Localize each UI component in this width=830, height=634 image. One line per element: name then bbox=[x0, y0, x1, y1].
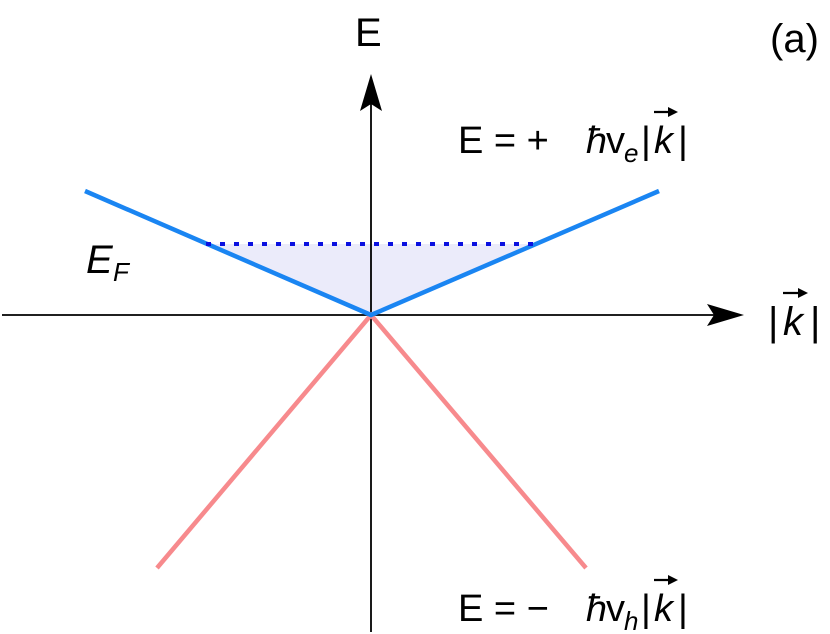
filled-fermi-sea bbox=[206, 244, 538, 315]
svg-text:h: h bbox=[624, 606, 638, 634]
svg-text:v: v bbox=[606, 120, 625, 162]
svg-text:|: | bbox=[678, 588, 688, 630]
svg-text:|: | bbox=[768, 300, 778, 344]
electron-band-line bbox=[84, 188, 660, 318]
hole-band-equation: E = − ħ v h | k | bbox=[458, 575, 688, 634]
hole-k-vector-arrowhead-icon bbox=[668, 575, 678, 585]
svg-text:F: F bbox=[113, 257, 131, 287]
svg-text:|: | bbox=[641, 120, 651, 162]
svg-text:|: | bbox=[810, 300, 820, 344]
k-vector-arrowhead-icon bbox=[798, 288, 808, 298]
svg-text:ħ: ħ bbox=[586, 120, 607, 162]
electron-band-equation: E = + ħ v e | k | bbox=[458, 107, 688, 168]
fermi-energy-label: E F bbox=[86, 238, 131, 287]
svg-text:k: k bbox=[654, 120, 675, 162]
svg-text:k: k bbox=[783, 300, 805, 344]
svg-text:ħ: ħ bbox=[586, 588, 607, 630]
svg-text:E = +: E = + bbox=[458, 120, 559, 162]
svg-text:|: | bbox=[641, 588, 651, 630]
panel-label: (a) bbox=[770, 17, 819, 61]
svg-text:E = −: E = − bbox=[458, 588, 559, 630]
svg-text:E: E bbox=[86, 238, 114, 282]
electron-k-vector-arrowhead-icon bbox=[668, 107, 678, 117]
e-axis-arrowhead bbox=[360, 74, 382, 111]
energy-axis-label: E bbox=[355, 11, 382, 55]
svg-text:v: v bbox=[606, 588, 625, 630]
svg-text:e: e bbox=[624, 138, 638, 168]
k-axis-arrowhead bbox=[707, 304, 744, 326]
svg-text:k: k bbox=[654, 588, 675, 630]
svg-text:|: | bbox=[678, 120, 688, 162]
k-axis-label: | k | bbox=[768, 288, 820, 344]
